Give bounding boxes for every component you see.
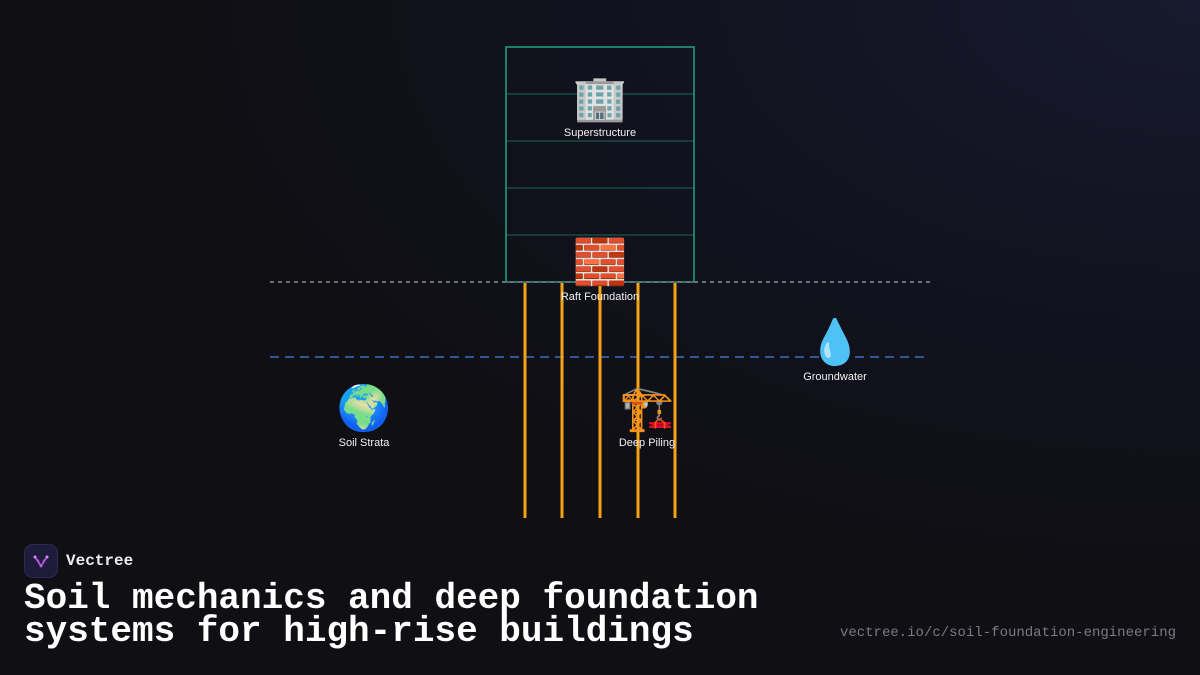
node-label: Soil Strata <box>338 437 390 449</box>
globe-icon: 🌍 <box>336 384 392 433</box>
node-soil-strata: 🌍 Soil Strata <box>294 384 434 450</box>
vectree-logo-icon <box>24 544 58 578</box>
page-url: vectree.io/c/soil-foundation-engineering <box>839 625 1176 641</box>
node-label: Deep Piling <box>618 437 676 449</box>
vectree-logo-glyph <box>33 555 49 568</box>
node-label: Raft Foundation <box>560 291 640 303</box>
water-droplet-icon: 💧 <box>807 318 863 367</box>
brand-name: Vectree <box>66 552 134 570</box>
node-label: Superstructure <box>563 127 637 139</box>
piles <box>523 283 677 518</box>
office-building-icon: 🏢 <box>572 74 628 123</box>
node-label: Groundwater <box>803 371 867 383</box>
node-deep-piling: 🏗️ Deep Piling <box>577 384 717 450</box>
construction-crane-icon: 🏗️ <box>619 384 675 433</box>
brand: Vectree <box>24 544 133 578</box>
node-raft-foundation: 🧱 Raft Foundation <box>530 238 670 304</box>
page-title: Soil mechanics and deep foundation syste… <box>24 578 759 652</box>
brick-icon: 🧱 <box>572 238 628 287</box>
node-superstructure: 🏢 Superstructure <box>530 74 670 140</box>
node-groundwater: 💧 Groundwater <box>765 318 905 384</box>
